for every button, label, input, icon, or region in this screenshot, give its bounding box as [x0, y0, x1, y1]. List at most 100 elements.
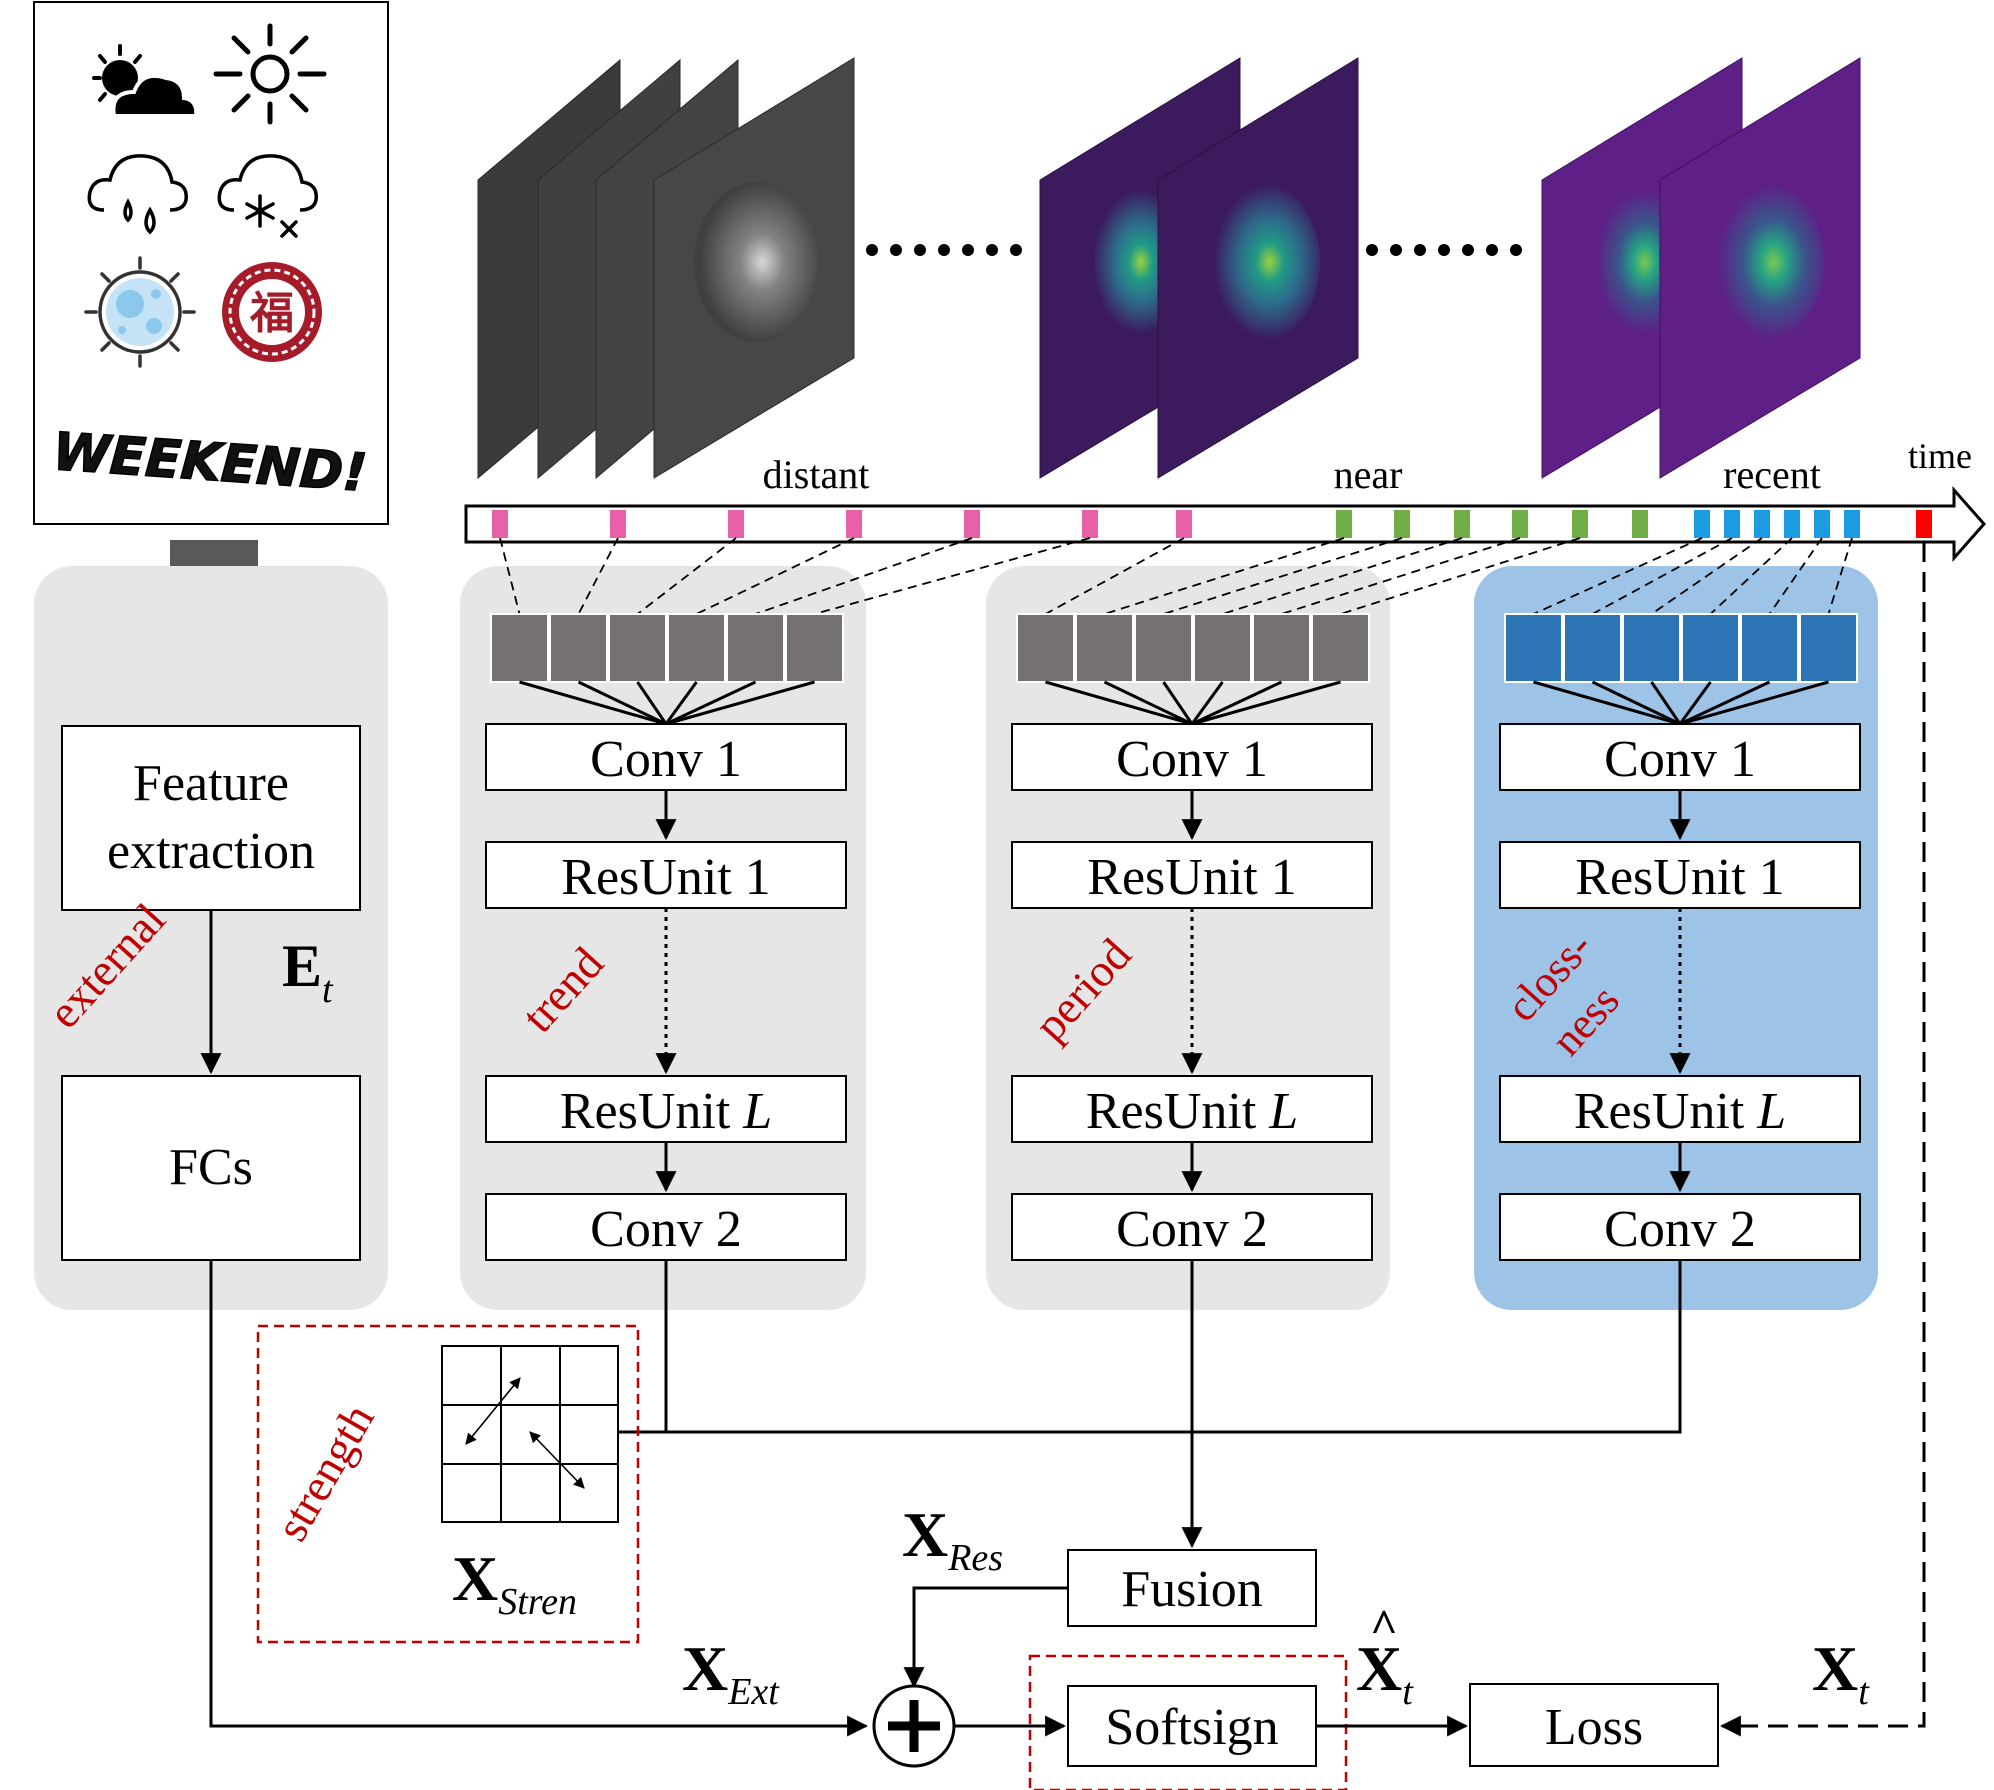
distant-slot-tick [610, 510, 626, 538]
input-cell-rows [490, 613, 1858, 726]
fan-in-line [519, 680, 667, 726]
slot-connector-line [1222, 537, 1463, 615]
resunitL-label: ResUnit L [1086, 1083, 1298, 1140]
resunitL-label: ResUnit L [560, 1083, 772, 1140]
holiday-glyph: 福 [249, 288, 294, 339]
near-slot-tick [1454, 510, 1470, 538]
slot-connector-line [814, 537, 1091, 615]
closeness-input-cell [1799, 613, 1858, 683]
distant-slot-tick [728, 510, 744, 538]
snow-icon [217, 154, 318, 238]
fan-in-line [1650, 681, 1682, 725]
ellipsis-dots [1366, 244, 1522, 256]
recent-slot-tick [1694, 510, 1710, 538]
distant-slot-tick [846, 510, 862, 538]
recent-slot-tick [1844, 510, 1860, 538]
fan-in-line [665, 680, 757, 726]
trend-input-cell [549, 613, 608, 683]
strength-dashed-frame [256, 1324, 640, 1644]
period-input-cell [1134, 613, 1193, 683]
closeness-branch: Conv 1 ResUnit 1 ResUnit L Conv 2 closs-… [1497, 723, 1861, 1261]
softsign-label: Softsign [1105, 1699, 1278, 1756]
slot-connector-line [1827, 537, 1853, 615]
resunit1-box [485, 841, 847, 909]
fan-in-line [1191, 680, 1341, 726]
external-factors-frame [33, 1, 389, 525]
fan-in-line [1103, 680, 1193, 726]
distant-map-stack [477, 57, 855, 480]
conv2-box [485, 1193, 847, 1261]
traffic-map-frame [653, 57, 855, 479]
trend-input-cell [667, 613, 726, 683]
partly-cloudy-icon [92, 44, 199, 118]
fan-in-line [636, 681, 668, 725]
near-map-stack [1039, 57, 1359, 479]
fan-in-line [1678, 681, 1712, 725]
resunitL-label: ResUnit L [1574, 1083, 1786, 1140]
holiday-seal-icon: 福 [222, 262, 322, 362]
distant-slot-tick [964, 510, 980, 538]
feature-extraction-line2: extraction [107, 823, 315, 880]
slot-connector-line [1709, 537, 1793, 615]
trend-input-cell [608, 613, 667, 683]
trend-input-cell [726, 613, 785, 683]
conv1-label: Conv 1 [1604, 731, 1756, 788]
period-input-cell [1311, 613, 1370, 683]
distant-slot-tick [1082, 510, 1098, 538]
softsign-dashed-frame [1028, 1654, 1348, 1790]
time-axis-arrow [464, 486, 1987, 562]
near-label: near [1334, 452, 1403, 497]
slot-connector-line [1650, 537, 1763, 615]
distant-label: distant [763, 452, 870, 497]
closeness-input-cell [1681, 613, 1740, 683]
resunitL-box [485, 1075, 847, 1143]
recent-map-stack [1541, 57, 1861, 479]
fan-in-line [1533, 680, 1681, 726]
closeness-input-cell [1504, 613, 1563, 683]
traffic-map-frame [1659, 57, 1861, 479]
slot-connector-line [1163, 537, 1403, 615]
resunit1-label: ResUnit 1 [1575, 849, 1784, 906]
merge-lines [618, 1260, 1682, 1549]
period-branch: Conv 1 ResUnit 1 ResUnit L Conv 2 period [1011, 723, 1373, 1261]
slot-connector-line [1281, 537, 1521, 615]
conv2-label: Conv 2 [1116, 1201, 1268, 1258]
distant-slot-tick [1176, 510, 1192, 538]
slot-connector-line [1340, 537, 1581, 615]
near-slot-tick [1394, 510, 1410, 538]
recent-slot-tick [1784, 510, 1800, 538]
softsign-box [1067, 1685, 1317, 1767]
conv2-label: Conv 2 [1604, 1201, 1756, 1258]
strength-side-label: strength [265, 1395, 383, 1549]
closeness-input-cell [1622, 613, 1681, 683]
fan-in-line [1679, 680, 1829, 726]
period-input-cell [1075, 613, 1134, 683]
slot-connector-line [1533, 537, 1703, 615]
traffic-map-frame [1157, 57, 1359, 479]
trend-input-cell [490, 613, 549, 683]
x-hat-symbol: Xt [1356, 1633, 1414, 1713]
feature-extraction-line1: Feature [133, 755, 289, 812]
time-slot-ticks [492, 510, 1932, 538]
slot-connector-line [1768, 537, 1823, 615]
hat-accent: ^ [1370, 1600, 1398, 1653]
rain-icon [87, 154, 188, 235]
trend-input-cell [785, 613, 844, 683]
fan-in-lines [519, 680, 1829, 726]
closeness-input-cell [1563, 613, 1622, 683]
x-t-symbol: Xt [1812, 1633, 1870, 1713]
fan-in-line [1591, 680, 1681, 726]
recent-slot-tick [1724, 510, 1740, 538]
feature-extraction-box [61, 725, 361, 911]
ellipsis-dots [866, 244, 1022, 256]
resunit1-box [1011, 841, 1373, 909]
slot-connector-line [1104, 537, 1345, 615]
external-to-add-arrow [209, 1260, 869, 1737]
add-operator-icon [872, 1684, 956, 1768]
conv1-label: Conv 1 [1116, 731, 1268, 788]
target-slot-tick [1916, 510, 1932, 538]
period-input-cell [1252, 613, 1311, 683]
x-res-symbol: XRes [902, 1499, 1003, 1579]
slot-connector-line [1045, 537, 1185, 615]
